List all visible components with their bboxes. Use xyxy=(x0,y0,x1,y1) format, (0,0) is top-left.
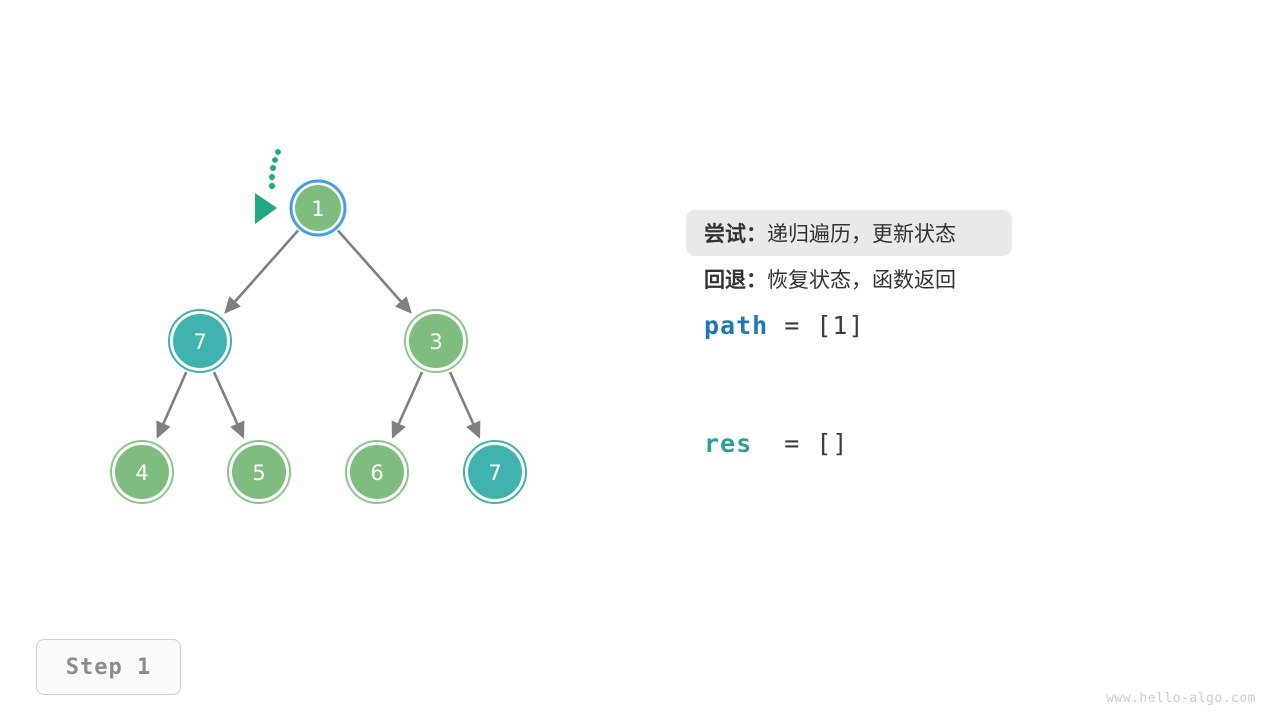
tree-edge xyxy=(224,229,300,314)
pointer-trail-dot xyxy=(269,174,275,180)
pointer-arrow-icon xyxy=(255,193,277,224)
phase-desc-backtrack: 恢复状态，函数返回 xyxy=(767,268,956,292)
tree-edge xyxy=(448,371,481,439)
tree-edge xyxy=(212,371,245,439)
path-variable-row: path = [1] xyxy=(686,302,1246,348)
phase-label-backtrack: 回退： xyxy=(704,268,767,292)
pointer-trail-dot xyxy=(270,165,276,171)
tree-node-4-n4: 4 xyxy=(110,440,174,504)
phase-desc-try: 递归遍历，更新状态 xyxy=(767,222,956,246)
tree-edge xyxy=(336,229,412,314)
panel-spacer xyxy=(686,348,1246,420)
tree-edge xyxy=(156,371,188,439)
res-variable-row: res = [] xyxy=(686,420,1246,466)
tree-edge-layer xyxy=(156,229,481,439)
phase-row-backtrack: 回退： 恢复状态，函数返回 xyxy=(686,256,1246,302)
tree-node-6-n6: 6 xyxy=(345,440,409,504)
path-variable-name: path xyxy=(704,310,769,340)
tree-edge xyxy=(391,371,424,439)
res-variable-name: res xyxy=(704,428,753,458)
path-variable-value: = [1] xyxy=(768,310,865,340)
tree-node-3-n3: 3 xyxy=(404,309,468,373)
phase-label-try: 尝试： xyxy=(704,222,767,246)
phase-row-try: 尝试： 递归遍历，更新状态 xyxy=(686,210,1012,256)
site-watermark: www.hello-algo.com xyxy=(1106,691,1256,706)
state-info-panel: 尝试： 递归遍历，更新状态 回退： 恢复状态，函数返回 path = [1] r… xyxy=(686,210,1246,466)
tree-node-1-n1: 1 xyxy=(289,179,347,237)
traversal-pointer xyxy=(255,149,281,224)
tree-node-7-n7: 7 xyxy=(463,440,527,504)
pointer-trail-dot xyxy=(268,182,276,190)
step-badge: Step 1 xyxy=(36,639,181,695)
res-variable-value: = [] xyxy=(752,428,849,458)
tree-node-5-n5: 5 xyxy=(227,440,291,504)
pointer-trail-dot xyxy=(275,149,281,155)
tree-node-7-n2: 7 xyxy=(168,309,232,373)
pointer-trail-dot xyxy=(272,157,278,163)
